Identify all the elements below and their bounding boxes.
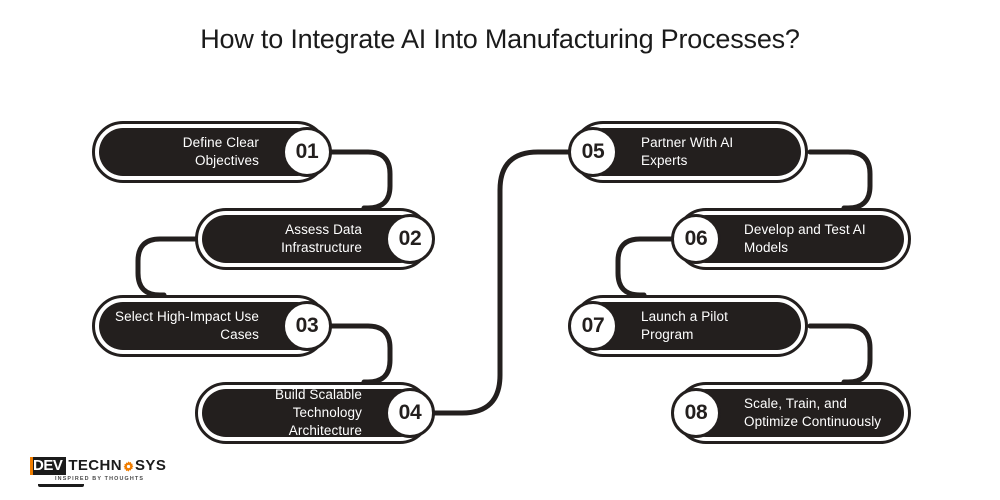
step-card-07[interactable]: Launch a Pilot Program 07 <box>568 295 808 357</box>
step-number-badge: 07 <box>568 301 618 351</box>
step-card-06[interactable]: Develop and Test AI Models 06 <box>671 208 911 270</box>
connector-01-02 <box>327 149 393 211</box>
step-label: Define Clear Objectives <box>182 134 259 168</box>
step-card-02[interactable]: Assess Data Infrastructure 02 <box>195 208 435 270</box>
connector-05-06 <box>807 149 873 211</box>
logo-wordmark: DEV TECHN SYS <box>30 456 167 476</box>
step-label: Assess Data Infrastructure <box>281 221 362 255</box>
step-label: Develop and Test AI Models <box>744 221 866 255</box>
step-label: Scale, Train, and Optimize Continuously <box>744 395 882 429</box>
step-card-01[interactable]: Define Clear Objectives 01 <box>92 121 332 183</box>
step-label: Partner With AI Experts <box>641 134 734 168</box>
connector-07-08 <box>807 323 873 385</box>
connector-04-05 <box>431 149 571 416</box>
company-logo: DEV TECHN SYS INSPIRED BY THOUGHTS <box>30 456 167 487</box>
logo-dev-mark: DEV <box>30 456 67 476</box>
step-number-badge: 04 <box>385 388 435 438</box>
step-card-08[interactable]: Scale, Train, and Optimize Continuously … <box>671 382 911 444</box>
gear-icon <box>123 460 134 473</box>
step-card-05[interactable]: Partner With AI Experts 05 <box>568 121 808 183</box>
logo-tagline: INSPIRED BY THOUGHTS <box>55 476 145 482</box>
step-number-badge: 03 <box>282 301 332 351</box>
step-label: Build Scalable Technology Architecture <box>275 386 362 439</box>
step-label: Select High-Impact Use Cases <box>115 308 260 342</box>
step-number-badge: 02 <box>385 214 435 264</box>
connector-02-03 <box>135 236 198 298</box>
step-card-04[interactable]: Build Scalable Technology Architecture 0… <box>195 382 435 444</box>
logo-technosys-text: TECHN SYS <box>68 456 167 474</box>
step-number-badge: 06 <box>671 214 721 264</box>
logo-sys-text: SYS <box>135 456 167 474</box>
step-card-body: Build Scalable Technology Architecture <box>202 387 424 438</box>
logo-techn-text: TECHN <box>68 456 123 474</box>
step-card-body: Define Clear Objectives <box>99 128 321 176</box>
connector-06-07 <box>615 236 678 298</box>
page-title: How to Integrate AI Into Manufacturing P… <box>200 24 800 54</box>
step-card-03[interactable]: Select High-Impact Use Cases 03 <box>92 295 332 357</box>
connector-03-04 <box>327 323 393 385</box>
logo-stand <box>38 484 84 487</box>
step-number-badge: 01 <box>282 127 332 177</box>
step-number-badge: 08 <box>671 388 721 438</box>
step-number-badge: 05 <box>568 127 618 177</box>
step-label: Launch a Pilot Program <box>641 308 728 342</box>
